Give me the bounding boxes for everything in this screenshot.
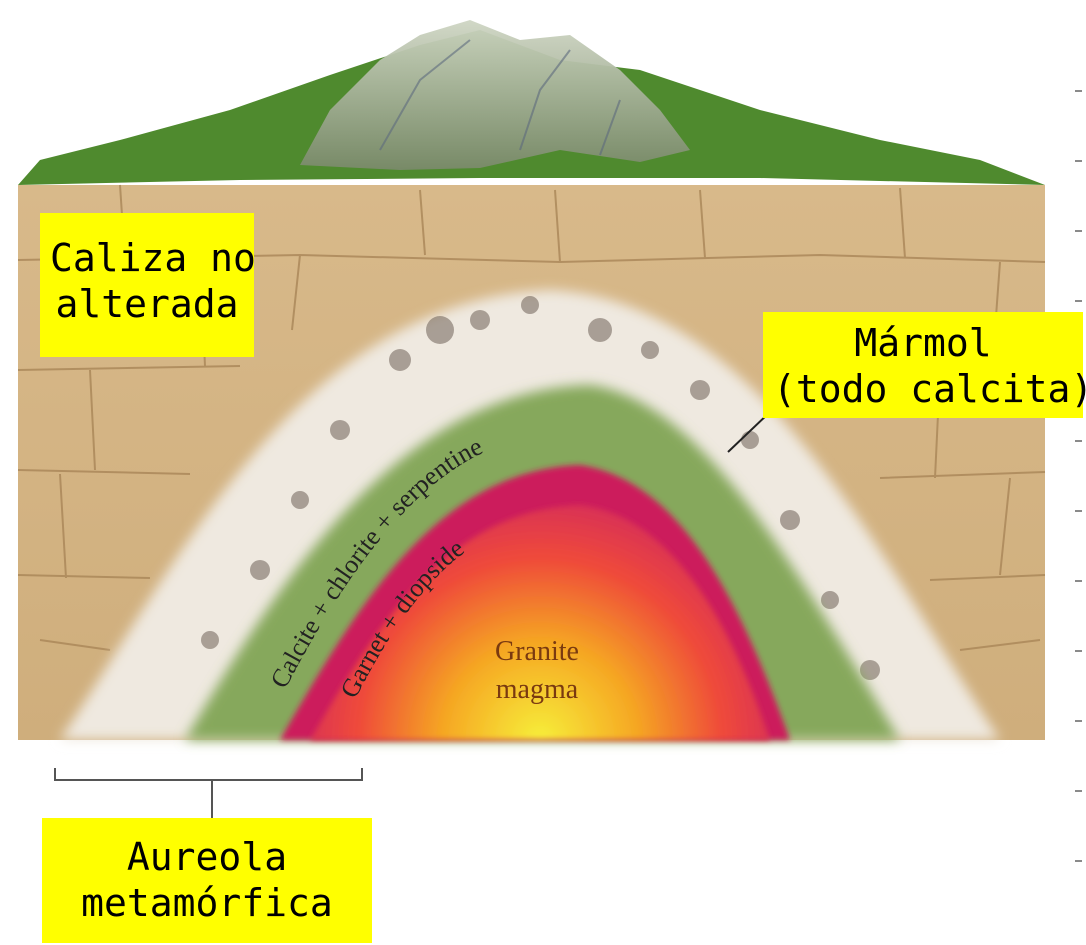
edge-tick	[1075, 860, 1082, 862]
marble-leader-line	[727, 411, 771, 453]
magma-label-line2: magma	[496, 674, 579, 705]
marble-texture	[201, 296, 880, 680]
marmol-label-line2: (todo calcita)	[773, 367, 1086, 411]
edge-tick	[1075, 230, 1082, 232]
caliza-label: Caliza no alterada	[40, 213, 256, 357]
mountain-rock	[300, 20, 690, 170]
edge-tick	[1075, 90, 1082, 92]
edge-tick	[1075, 160, 1082, 162]
edge-tick	[1075, 650, 1082, 652]
marmol-label-line1: Mármol	[854, 321, 992, 365]
magma-core	[310, 505, 770, 740]
marmol-label: Mármol (todo calcita)	[763, 312, 1086, 418]
aureole-bracket	[54, 768, 363, 818]
edge-tick	[1075, 580, 1082, 582]
caliza-label-line1: Caliza no	[50, 236, 256, 280]
caliza-label-line2: alterada	[55, 282, 239, 326]
edge-tick	[1075, 440, 1082, 442]
aureola-label-line1: Aureola	[126, 835, 288, 879]
aureola-label: Aureola metamórfica	[42, 818, 372, 943]
edge-tick	[1075, 510, 1082, 512]
edge-tick	[1075, 790, 1082, 792]
edge-tick	[1075, 720, 1082, 722]
edge-tick	[1075, 300, 1082, 302]
aureola-label-line2: metamórfica	[81, 881, 333, 925]
magma-label-line1: Granite	[495, 636, 579, 667]
